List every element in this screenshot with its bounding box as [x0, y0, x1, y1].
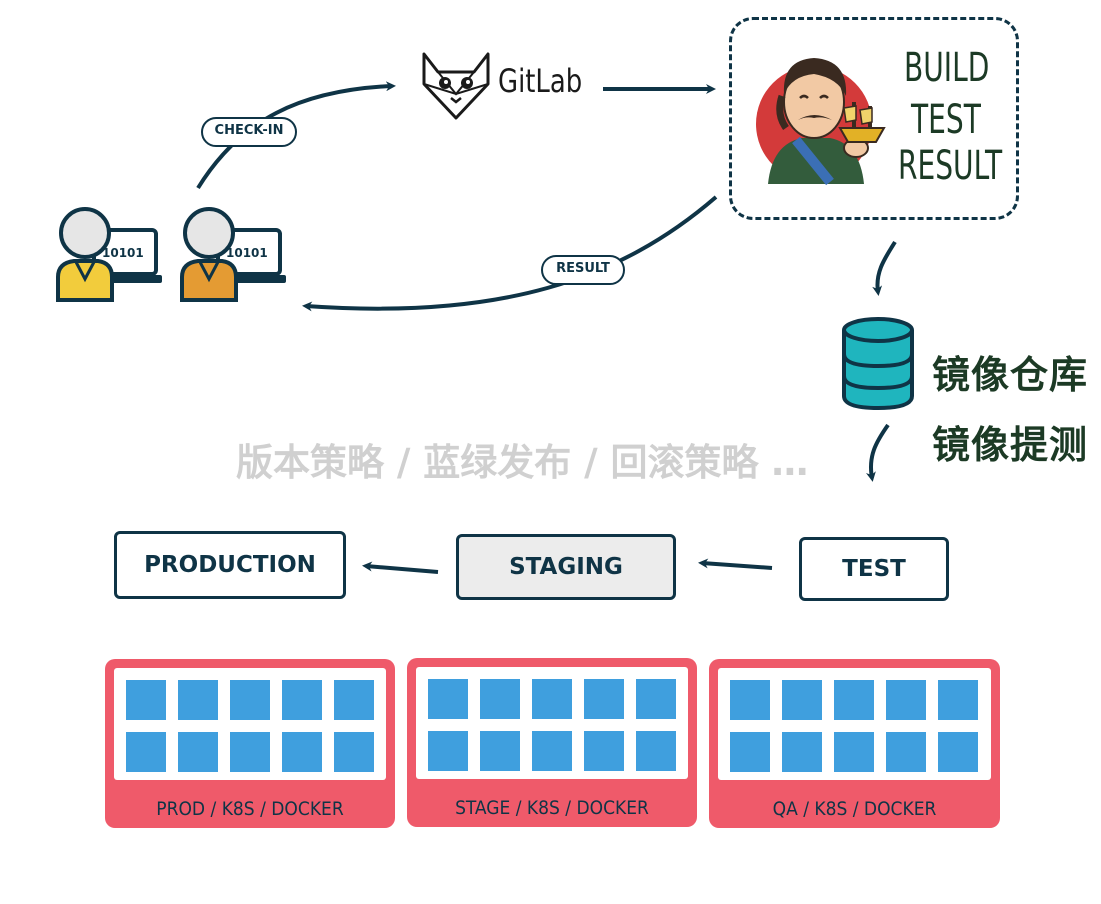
database-icon — [842, 317, 914, 410]
cluster-prod-nodes — [114, 668, 386, 780]
result-arrow — [302, 195, 718, 312]
gitlab-wordmark: GitLab — [498, 62, 583, 100]
result-label: RESULT — [541, 255, 625, 285]
container-node — [886, 680, 926, 720]
container-node — [334, 732, 374, 772]
developer-2-icon: 10101 — [180, 207, 286, 302]
registry-to-test-arrow — [866, 423, 890, 482]
container-node — [730, 680, 770, 720]
container-node — [584, 679, 624, 719]
developer-1-screen: 10101 — [102, 246, 144, 260]
stage-test: TEST — [799, 537, 949, 601]
ci-step-test: TEST — [911, 97, 981, 143]
container-node — [334, 680, 374, 720]
developer-1-icon: 10101 — [56, 207, 162, 302]
cluster-prod-label: PROD / K8S / DOCKER — [156, 798, 344, 820]
strategy-text: 版本策略 / 蓝绿发布 / 回滚策略 … — [236, 441, 809, 484]
jenkins-butler-icon — [756, 58, 886, 186]
cluster-qa-label: QA / K8S / DOCKER — [772, 798, 937, 820]
container-node — [834, 732, 874, 772]
container-node — [636, 731, 676, 771]
ci-step-build: BUILD — [904, 45, 990, 91]
registry-test-label: 镜像提测 — [932, 423, 1089, 467]
cluster-qa-nodes — [718, 668, 991, 780]
cluster-stage: STAGE / K8S / DOCKER — [407, 658, 697, 827]
container-node — [532, 679, 572, 719]
container-node — [532, 731, 572, 771]
container-node — [782, 732, 822, 772]
cluster-qa: QA / K8S / DOCKER — [709, 659, 1000, 828]
cluster-stage-nodes — [416, 667, 688, 779]
developer-2-screen: 10101 — [226, 246, 268, 260]
container-node — [282, 732, 322, 772]
cluster-stage-label: STAGE / K8S / DOCKER — [455, 797, 649, 819]
container-node — [886, 732, 926, 772]
container-node — [428, 679, 468, 719]
container-node — [480, 731, 520, 771]
container-node — [282, 680, 322, 720]
ci-box — [729, 17, 1019, 220]
container-node — [834, 680, 874, 720]
test-to-staging-arrow — [698, 558, 773, 570]
container-node — [428, 731, 468, 771]
container-node — [636, 679, 676, 719]
container-node — [584, 731, 624, 771]
cluster-prod: PROD / K8S / DOCKER — [105, 659, 395, 828]
container-node — [126, 680, 166, 720]
container-node — [730, 732, 770, 772]
checkin-arrow — [196, 81, 396, 190]
staging-to-production-arrow — [362, 561, 439, 574]
checkin-label: CHECK-IN — [201, 117, 297, 147]
container-node — [178, 732, 218, 772]
ci-step-result: RESULT — [898, 143, 1003, 189]
ci-to-registry-arrow — [872, 240, 897, 296]
container-node — [938, 732, 978, 772]
container-node — [178, 680, 218, 720]
container-node — [230, 680, 270, 720]
container-node — [230, 732, 270, 772]
container-node — [480, 679, 520, 719]
container-node — [782, 680, 822, 720]
gitlab-fox-icon — [422, 52, 490, 120]
container-node — [126, 732, 166, 772]
registry-label: 镜像仓库 — [932, 353, 1089, 397]
stage-production: PRODUCTION — [114, 531, 346, 599]
container-node — [938, 680, 978, 720]
stage-staging: STAGING — [456, 534, 676, 600]
